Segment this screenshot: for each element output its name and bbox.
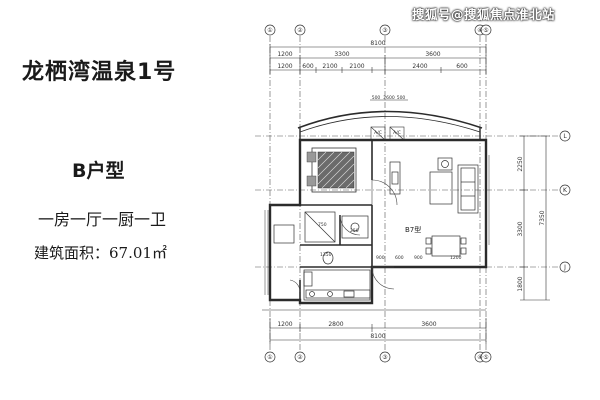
right-dimension-lines <box>520 135 550 301</box>
right-dimension-labels: 2250 3300 1800 7350 <box>517 156 546 291</box>
column-grid-markers <box>264 24 492 363</box>
svg-text:8100: 8100 <box>370 40 385 47</box>
bottom-dimension-labels: 1200 2800 3600 8100 <box>277 321 436 340</box>
svg-text:900: 900 <box>414 255 423 261</box>
svg-text:2400: 2400 <box>412 63 427 70</box>
bed <box>306 147 357 193</box>
info-panel: 龙栖湾温泉1号 B户型 一房一厅一厨一卫 建筑面积：67.01㎡ <box>0 0 250 400</box>
svg-text:3600: 3600 <box>421 321 436 328</box>
bathroom-fixtures <box>273 211 369 265</box>
window-lines <box>264 155 490 295</box>
tv-cabinet <box>389 161 401 195</box>
svg-text:250: 250 <box>350 228 359 234</box>
svg-text:L: L <box>563 133 567 140</box>
svg-text:2800: 2800 <box>328 321 343 328</box>
svg-text:①: ① <box>267 27 272 34</box>
top-dimension-lines <box>269 44 487 101</box>
unit-type-label: B户型 <box>72 160 125 182</box>
svg-text:3300: 3300 <box>517 221 524 236</box>
row-grid-markers <box>559 130 571 273</box>
svg-text:900: 900 <box>376 255 385 261</box>
door-swings <box>289 179 398 293</box>
balcony <box>297 110 483 140</box>
bottom-dimension-lines <box>262 309 487 344</box>
svg-text:8100: 8100 <box>370 333 385 340</box>
svg-text:1200: 1200 <box>277 63 292 70</box>
svg-text:2100: 2100 <box>322 63 337 70</box>
svg-text:2600: 2600 <box>383 95 395 101</box>
svg-text:②: ② <box>297 27 303 34</box>
exterior-walls <box>268 138 488 305</box>
svg-text:1350: 1350 <box>320 252 332 258</box>
svg-text:500: 500 <box>397 95 406 101</box>
ac-label-right: A/C <box>393 130 401 136</box>
watermark: 搜狐号@搜狐焦点淮北站 <box>412 7 556 22</box>
svg-text:J: J <box>563 264 566 271</box>
floor-area-label: 建筑面积：67.01㎡ <box>34 244 167 262</box>
svg-text:3600: 3600 <box>425 51 440 58</box>
svg-text:1200: 1200 <box>450 255 462 261</box>
svg-text:①: ① <box>267 354 272 361</box>
svg-text:④: ④ <box>477 354 482 361</box>
svg-text:750: 750 <box>318 222 327 228</box>
svg-text:K: K <box>563 187 568 194</box>
svg-text:1800: 1800 <box>517 276 524 291</box>
svg-text:3300: 3300 <box>334 51 349 58</box>
svg-text:③: ③ <box>382 354 387 361</box>
svg-text:500: 500 <box>372 95 381 101</box>
svg-text:1200: 1200 <box>277 321 292 328</box>
kitchen-counter <box>303 269 371 301</box>
grid-lines <box>255 36 565 352</box>
column-grid-labels: ① ② ③ ④ ⑤ ① ② ③ ④ ⑤ <box>267 27 488 361</box>
svg-text:600: 600 <box>395 255 404 261</box>
svg-text:③: ③ <box>382 27 387 34</box>
room-layout-label: 一房一厅一厨一卫 <box>38 210 167 229</box>
unit-label: B7型 <box>405 225 421 234</box>
svg-text:②: ② <box>297 354 303 361</box>
svg-text:600: 600 <box>456 63 468 70</box>
ac-label-left: A/C <box>374 130 382 136</box>
top-dimension-labels: 8100 1200 3300 3600 1200 600 2100 2100 2… <box>277 40 468 101</box>
svg-text:⑤: ⑤ <box>483 27 488 34</box>
svg-text:2250: 2250 <box>517 156 524 171</box>
row-grid-labels: L K J <box>563 133 568 271</box>
sofa-set <box>429 157 479 214</box>
svg-text:2100: 2100 <box>349 63 364 70</box>
project-title: 龙栖湾温泉1号 <box>22 60 177 85</box>
svg-text:7350: 7350 <box>539 210 546 225</box>
svg-text:④: ④ <box>477 27 482 34</box>
dining-table <box>425 235 467 257</box>
interior-dimension-labels: 750 250 1350 900 600 900 1200 <box>318 222 462 261</box>
svg-text:1200: 1200 <box>277 51 292 58</box>
svg-text:600: 600 <box>302 63 314 70</box>
svg-text:⑤: ⑤ <box>483 354 488 361</box>
